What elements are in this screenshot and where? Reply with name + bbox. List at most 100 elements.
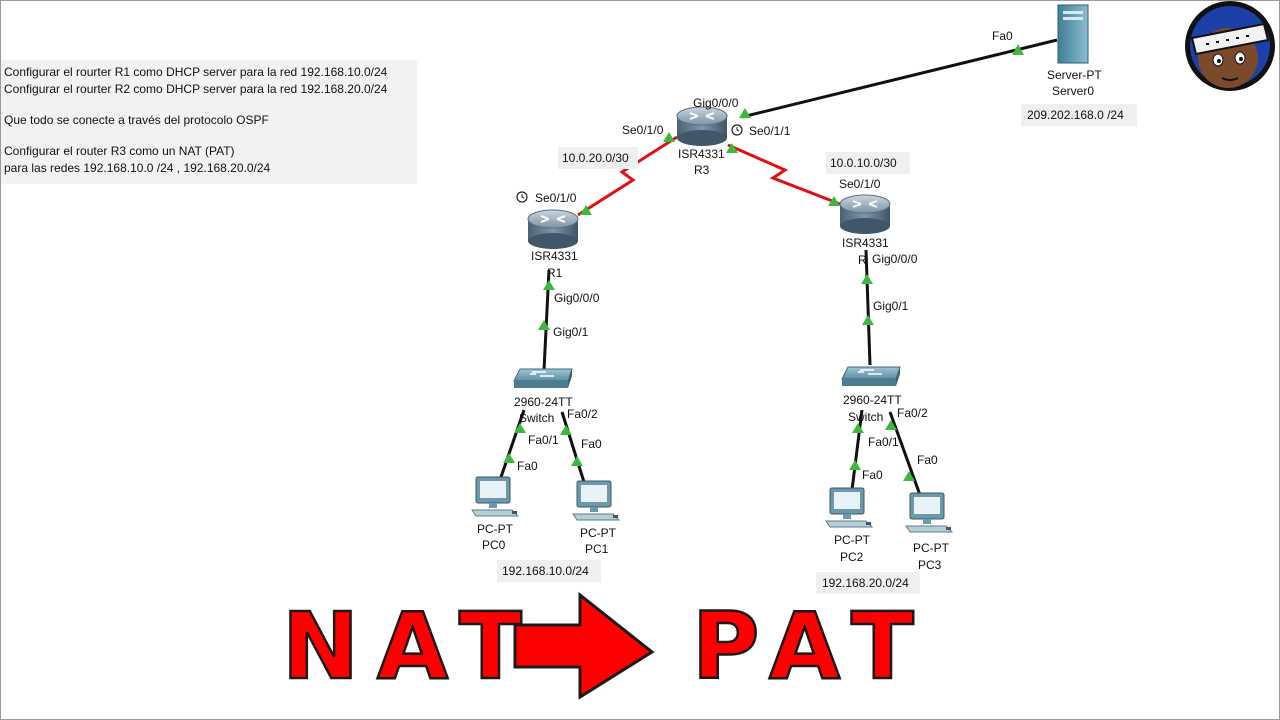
port-label: Fa0/2 [897, 406, 928, 420]
port-up-icon [1012, 44, 1024, 55]
network-label: 209.202.168.0 /24 [1027, 108, 1124, 122]
pc2[interactable] [825, 487, 873, 528]
port-up-icon [726, 143, 738, 153]
port-up-icon [885, 420, 897, 430]
pc2-model-label: PC-PT [834, 533, 871, 547]
pc1-name-label: PC1 [585, 542, 609, 556]
port-up-icon [663, 132, 675, 142]
sw2-name-label: Switch [848, 410, 883, 424]
link-r2-sw2[interactable] [864, 249, 872, 366]
port-up-icon [849, 460, 861, 470]
sw1-model-label: 2960-24TT [514, 395, 573, 409]
server-name-label: Server0 [1052, 84, 1094, 98]
port-label: Fa0/1 [528, 433, 559, 447]
clock-icon [516, 191, 528, 203]
port-up-icon [580, 205, 592, 215]
serial-link-r3-r1[interactable] [577, 135, 678, 217]
router-r3[interactable] [676, 106, 728, 147]
pc1[interactable] [572, 480, 620, 521]
switch-sw2[interactable] [841, 366, 901, 387]
router-icon [839, 194, 891, 235]
switch-icon [841, 366, 901, 387]
server-model-label: Server-PT [1047, 68, 1102, 82]
link-sw1-pc1[interactable] [560, 411, 586, 483]
port-up-icon [903, 471, 915, 481]
port-up-icon [560, 425, 572, 435]
avatar [1185, 1, 1275, 91]
port-label: Fa0 [517, 459, 538, 473]
port-up-icon [538, 320, 550, 330]
port-label: Gig0/1 [873, 299, 909, 313]
pc3-model-label: PC-PT [913, 541, 950, 555]
instruction-line: Configurar el rourter R1 como DHCP serve… [4, 65, 388, 79]
port-label: Gig0/0/0 [693, 96, 739, 110]
computer-icon [572, 480, 620, 521]
pc0[interactable] [471, 476, 519, 517]
port-label: Gig0/0/0 [872, 252, 918, 266]
port-label: Fa0 [581, 437, 602, 451]
router-r1[interactable] [527, 209, 579, 250]
switch-sw1[interactable] [513, 368, 573, 389]
pc0-model-label: PC-PT [477, 522, 514, 536]
router-icon [676, 106, 728, 147]
pc3-name-label: PC3 [918, 558, 942, 572]
port-label: Fa0 [992, 29, 1013, 43]
clock-icon [731, 124, 743, 136]
port-status-markers [503, 44, 1024, 481]
port-up-icon [543, 280, 555, 290]
router-icon [527, 209, 579, 250]
port-up-icon [503, 453, 515, 463]
banner-left-text: NAT [282, 593, 540, 700]
router-r2[interactable] [839, 194, 891, 235]
server0[interactable] [1057, 4, 1089, 64]
port-label: Se0/1/1 [749, 124, 791, 138]
server-icon [1057, 4, 1089, 64]
port-up-icon [514, 423, 526, 433]
pc0-name-label: PC0 [482, 538, 506, 552]
banner-right-text: PAT [692, 593, 932, 700]
port-label: Fa0/2 [567, 407, 598, 421]
instruction-line: Configurar el router R3 como un NAT (PAT… [4, 144, 235, 158]
port-label: Se0/1/0 [535, 191, 577, 205]
network-label: 10.0.10.0/30 [830, 156, 897, 170]
r3-name-label: R3 [694, 163, 710, 177]
network-label: 192.168.20.0/24 [822, 576, 909, 590]
link-sw1-pc0[interactable] [498, 409, 526, 481]
link-r3-server[interactable] [741, 38, 1058, 119]
serial-link-r3-r2[interactable] [727, 143, 841, 206]
link-sw2-pc2[interactable] [850, 409, 864, 491]
link-sw2-pc3[interactable] [888, 411, 922, 496]
links [498, 38, 1058, 496]
port-label: Fa0 [862, 468, 883, 482]
computer-icon [825, 487, 873, 528]
sw1-name-label: Switch [519, 411, 554, 425]
r2-model-label: ISR4331 [842, 236, 889, 250]
port-label: Gig0/0/0 [554, 291, 600, 305]
r1-model-label: ISR4331 [531, 249, 578, 263]
computer-icon [471, 476, 519, 517]
instructions-note: Configurar el rourter R1 como DHCP serve… [0, 60, 417, 184]
instruction-line: Que todo se conecte a través del protoco… [4, 113, 269, 127]
network-label: 192.168.10.0/24 [502, 564, 589, 578]
port-up-icon [828, 196, 840, 206]
computer-icon [905, 492, 953, 533]
sw2-model-label: 2960-24TT [843, 393, 902, 407]
pc1-model-label: PC-PT [580, 526, 617, 540]
port-up-icon [852, 423, 864, 433]
port-up-icon [861, 274, 873, 284]
switch-icon [513, 368, 573, 389]
pc2-name-label: PC2 [840, 550, 864, 564]
port-label: Fa0/1 [868, 435, 899, 449]
network-label: 10.0.20.0/30 [562, 151, 629, 165]
pc3[interactable] [905, 492, 953, 533]
port-up-icon [571, 456, 583, 466]
port-label: Se0/1/0 [622, 123, 664, 137]
port-up-icon [862, 315, 874, 325]
arrow-right-icon [513, 591, 655, 700]
r3-model-label: ISR4331 [678, 147, 725, 161]
port-label: Se0/1/0 [839, 177, 881, 191]
port-up-icon [739, 108, 751, 118]
instruction-line: Configurar el rourter R2 como DHCP serve… [4, 82, 388, 96]
port-label: Gig0/1 [553, 325, 589, 339]
